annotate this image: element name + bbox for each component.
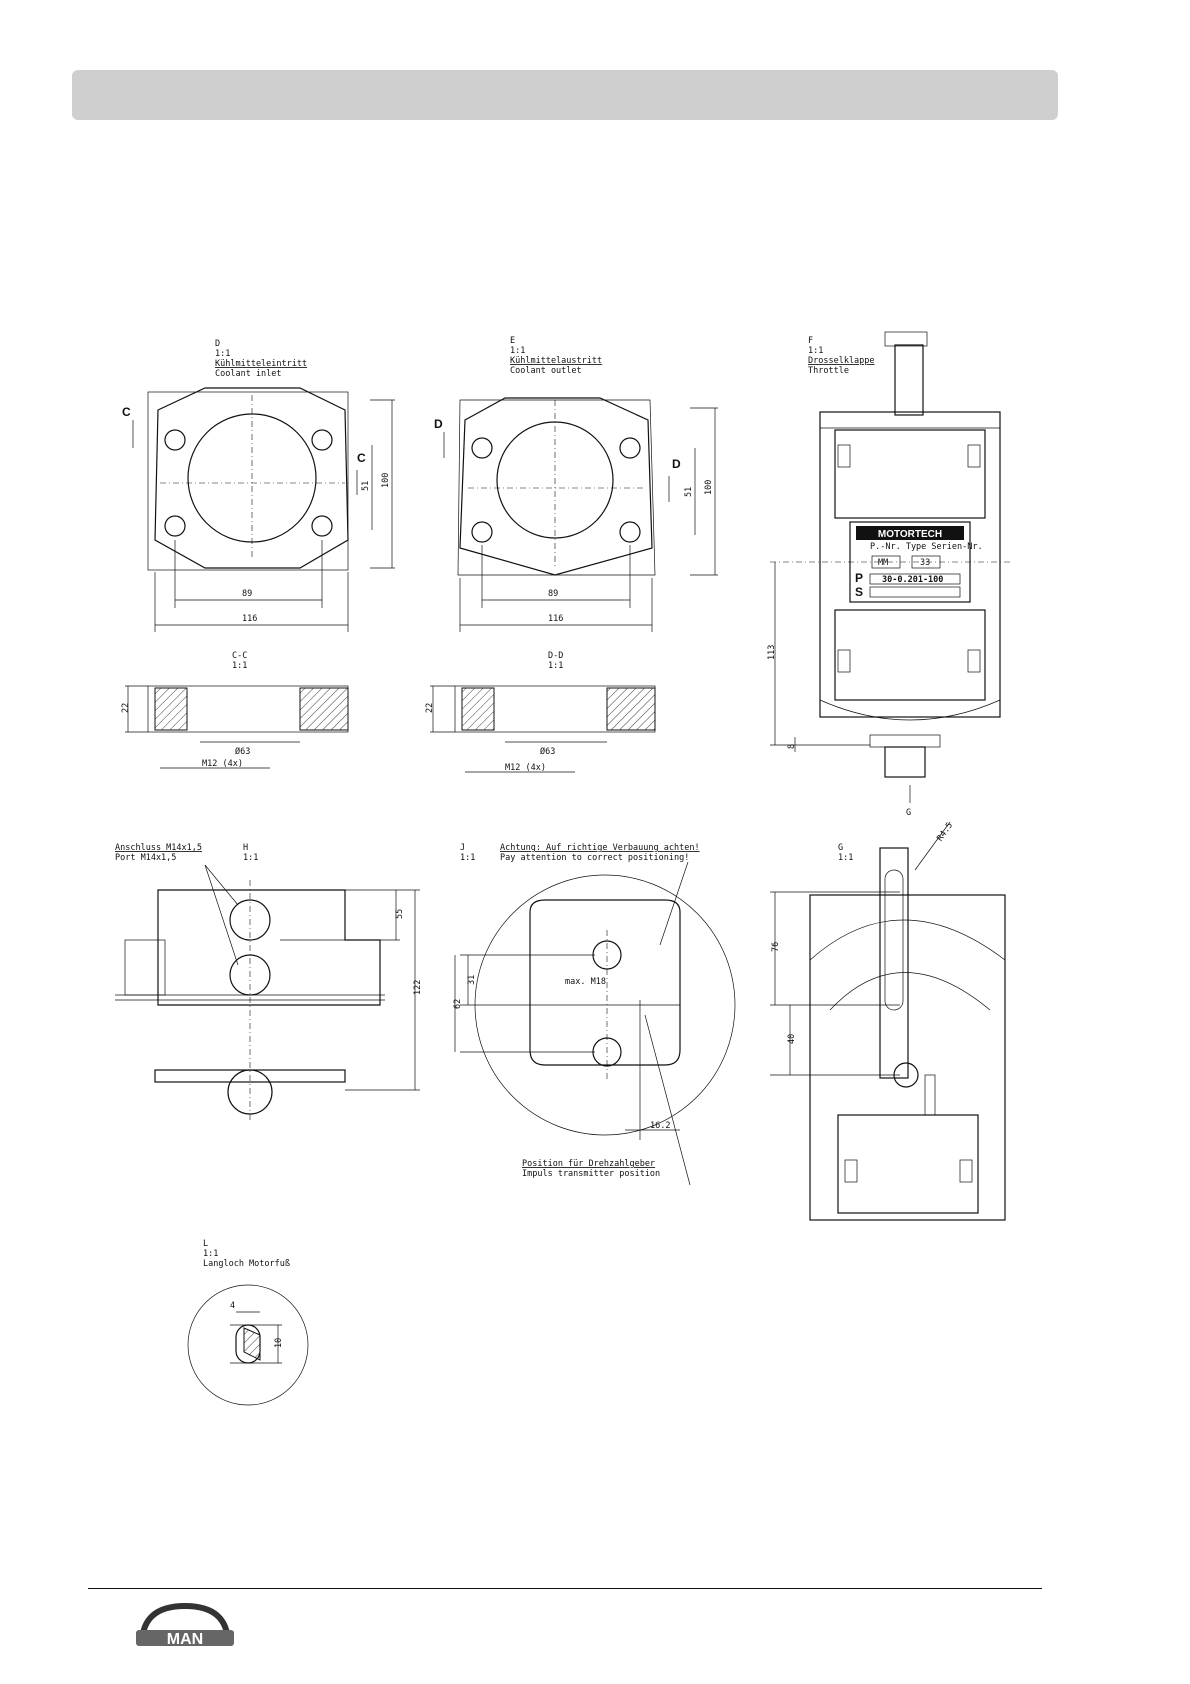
view-j-pos-de: Position für Drehzahlgeber [522,1159,655,1169]
view-g: G 1:1 R4.5 76 40 [770,821,1006,1221]
view-f-plate-part: 30-0.201-100 [882,575,943,585]
section-cc-id: C-C [232,651,247,661]
view-g-dim-76: 76 [771,942,781,952]
view-e: E 1:1 Kühlmittelaustritt Coolant outlet … [434,336,718,632]
view-d-id: D [215,339,220,349]
view-g-scale: 1:1 [838,853,853,863]
view-e-dim-bore: 51 [684,487,694,497]
view-e-cut-right: D [672,457,681,471]
view-g-dim-40: 40 [787,1034,797,1044]
view-h-id: H [243,843,248,853]
view-d-title-de: Kühlmitteleintritt [215,359,307,369]
view-j-pos-en: Impuls transmitter position [522,1169,660,1179]
view-l-dim-4: 4 [230,1301,235,1311]
view-h-dim-55: 55 [395,909,405,919]
view-j-note-en: Pay attention to correct positioning! [500,853,689,863]
view-f-arrow-label: G [906,808,911,818]
view-d-title-en: Coolant inlet [215,369,282,379]
view-f-title-de: Drosselklappe [808,356,875,366]
view-f-scale: 1:1 [808,346,823,356]
view-l-scale: 1:1 [203,1249,218,1259]
view-e-dim-width: 116 [548,614,563,624]
section-cc-scale: 1:1 [232,661,247,671]
section-cc-dim-dia: Ø63 [235,746,250,757]
view-f-title-en: Throttle [808,366,849,376]
view-l-id: L [203,1239,208,1249]
view-j-scale: 1:1 [460,853,475,863]
view-g-id: G [838,843,843,853]
view-f-dim-height: 113 [767,645,777,660]
view-e-scale: 1:1 [510,346,525,356]
section-dd-dim-thick: 22 [425,703,435,713]
view-f-plate-brand: MOTORTECH [878,529,942,540]
view-e-title-de: Kühlmittelaustritt [510,356,602,366]
man-logo: MAN [136,1602,234,1648]
view-d-cut-left: C [122,405,131,419]
section-d-d: D-D 1:1 22 Ø63 M12 (4x) [425,651,656,773]
view-j-note-de: Achtung: Auf richtige Verbauung achten! [500,843,700,853]
view-e-id: E [510,336,515,346]
view-d-scale: 1:1 [215,349,230,359]
view-j-dim-31: 31 [467,975,477,985]
view-j-max-label: max. M18 [565,977,606,987]
view-j-id: J [460,843,465,853]
view-f-dim-small: 8 [787,744,797,749]
man-logo-text: MAN [167,1631,203,1648]
section-cc-dim-thread: M12 (4x) [202,759,243,769]
view-j-dim-162: 16.2 [650,1121,670,1131]
view-f-plate-p: P [855,571,863,585]
view-f: F 1:1 Drosselklappe Throttle MOTORTECH P… [767,331,1010,818]
view-e-title-en: Coolant outlet [510,366,582,376]
section-dd-scale: 1:1 [548,661,563,671]
view-j: J 1:1 Achtung: Auf richtige Verbauung ac… [453,843,736,1186]
view-l: L 1:1 Langloch Motorfuß 10 4 [187,1239,309,1406]
view-f-plate-s: S [855,585,863,599]
view-e-dim-height: 100 [704,480,714,495]
view-h-port-de: Anschluss M14x1,5 [115,843,202,853]
view-d-cut-right: C [357,451,366,465]
header-bar [72,70,1058,120]
view-j-dim-62: 62 [453,999,463,1009]
view-h-dim-122: 122 [413,980,423,995]
view-h-scale: 1:1 [243,853,258,863]
footer-rule [88,1588,1042,1589]
view-e-dim-bolt: 89 [548,589,558,599]
view-h: Anschluss M14x1,5 Port M14x1,5 H 1:1 55 … [115,843,423,1120]
section-dd-dim-thread: M12 (4x) [505,763,546,773]
view-d-dim-height: 100 [381,473,391,488]
view-g-dim-r: R4.5 [935,821,955,844]
view-l-title-de: Langloch Motorfuß [203,1259,290,1269]
section-dd-dim-dia: Ø63 [540,746,555,757]
view-f-plate-field-a: MM [878,558,888,568]
view-d: D 1:1 Kühlmitteleintritt Coolant inlet C… [122,339,395,632]
view-f-plate-small: P.-Nr. Type Serien-Nr. [870,542,983,552]
view-e-cut-left: D [434,417,443,431]
view-l-dim-10: 10 [274,1338,284,1348]
view-d-dim-bolt: 89 [242,589,252,599]
view-f-id: F [808,336,813,346]
view-f-plate-field-b: 33 [920,558,930,568]
section-c-c: C-C 1:1 22 Ø63 M12 (4x) [121,651,349,769]
section-cc-dim-thick: 22 [121,703,131,713]
view-d-dim-width: 116 [242,614,257,624]
view-d-dim-bore: 51 [361,481,371,491]
section-dd-id: D-D [548,651,563,661]
view-h-port-en: Port M14x1,5 [115,853,176,863]
